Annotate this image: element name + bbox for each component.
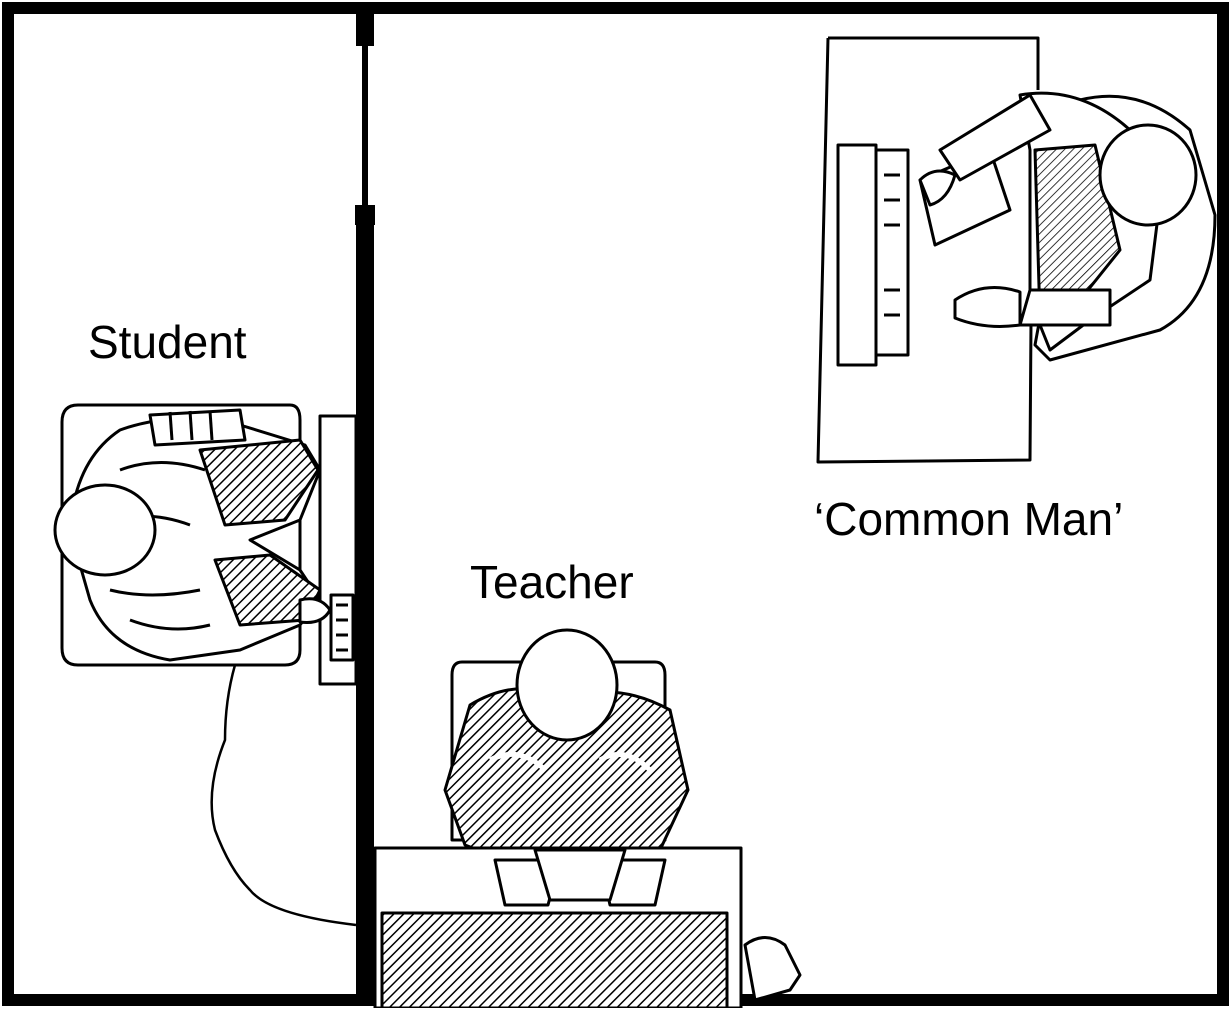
- label-student: Student: [88, 316, 247, 368]
- label-common-man: ‘Common Man’: [814, 493, 1123, 545]
- label-teacher: Teacher: [470, 556, 634, 608]
